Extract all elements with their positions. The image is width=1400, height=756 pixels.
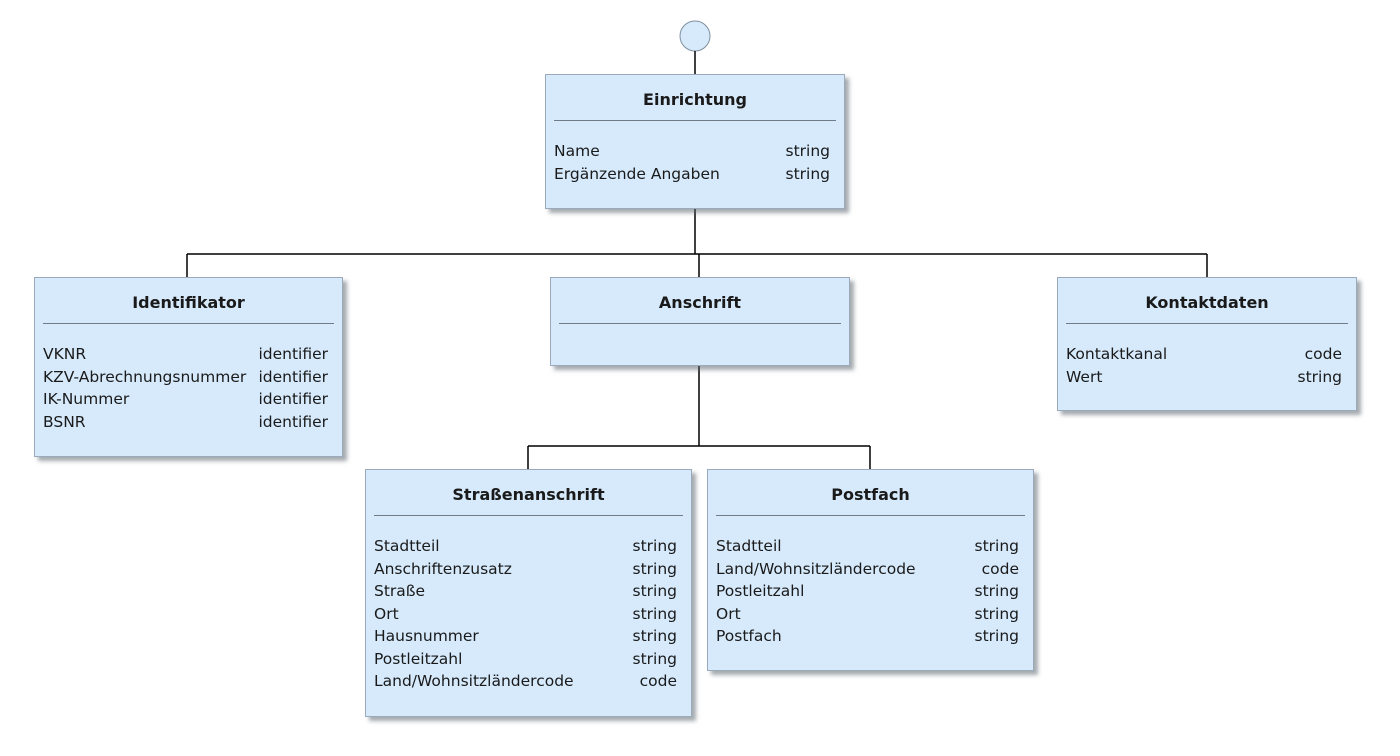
attribute-type: string bbox=[974, 537, 1020, 555]
attribute-list: Kontaktkanal code Wert string bbox=[1066, 343, 1342, 388]
attribute-row: BSNR identifier bbox=[43, 411, 328, 434]
attribute-type: string bbox=[785, 142, 831, 160]
attribute-type: code bbox=[1304, 345, 1342, 363]
attribute-name: Ort bbox=[374, 604, 399, 623]
attribute-row: Ort string bbox=[374, 603, 677, 626]
attribute-row: KZV-Abrechnungsnummer identifier bbox=[43, 366, 328, 389]
attribute-name: Straße bbox=[374, 582, 426, 600]
entity-strassenanschrift[interactable]: Straßenanschrift Stadtteil string Anschr… bbox=[365, 469, 692, 717]
attribute-type: string bbox=[632, 604, 678, 623]
attribute-type: string bbox=[785, 164, 831, 183]
entity-divider bbox=[554, 120, 836, 121]
attribute-type: string bbox=[974, 582, 1020, 600]
attribute-type: string bbox=[632, 627, 678, 645]
entity-kontaktdaten[interactable]: Kontaktdaten Kontaktkanal code Wert stri… bbox=[1057, 277, 1357, 411]
attribute-type: string bbox=[632, 649, 678, 668]
attribute-type: string bbox=[974, 627, 1020, 645]
attribute-name: Ort bbox=[716, 604, 741, 623]
entity-title: Identifikator bbox=[132, 293, 245, 312]
attribute-name: Postleitzahl bbox=[716, 582, 805, 600]
attribute-type: code bbox=[639, 672, 677, 690]
attribute-name: VKNR bbox=[43, 345, 87, 363]
entity-divider bbox=[559, 323, 841, 324]
entity-divider bbox=[1066, 323, 1348, 324]
attribute-type: string bbox=[632, 559, 678, 578]
attribute-type: string bbox=[974, 604, 1020, 623]
attribute-type: identifier bbox=[258, 345, 328, 363]
entity-title: Kontaktdaten bbox=[1145, 293, 1269, 312]
attribute-type: identifier bbox=[258, 390, 328, 408]
attribute-row: VKNR identifier bbox=[43, 343, 328, 366]
entity-anschrift[interactable]: Anschrift bbox=[550, 277, 850, 366]
attribute-row: Kontaktkanal code bbox=[1066, 343, 1342, 366]
attribute-row: IK-Nummer identifier bbox=[43, 388, 328, 411]
attribute-name: Anschriftenzusatz bbox=[374, 559, 512, 578]
attribute-name: Kontaktkanal bbox=[1066, 345, 1168, 363]
attribute-name: Postfach bbox=[716, 627, 782, 645]
attribute-row: Name string bbox=[554, 140, 830, 163]
attribute-type: string bbox=[1297, 367, 1343, 386]
attribute-name: Wert bbox=[1066, 367, 1103, 386]
entity-divider bbox=[43, 323, 334, 324]
attribute-name: KZV-Abrechnungsnummer bbox=[43, 367, 247, 386]
entity-title: Anschrift bbox=[658, 293, 742, 312]
attribute-type: identifier bbox=[258, 412, 328, 431]
entity-title: Straßenanschrift bbox=[452, 485, 605, 504]
attribute-row: Ergänzende Angaben string bbox=[554, 163, 830, 186]
attribute-name: Postleitzahl bbox=[374, 649, 463, 668]
entity-einrichtung[interactable]: Einrichtung Name string Ergänzende Angab… bbox=[545, 74, 845, 209]
attribute-name: Stadtteil bbox=[374, 537, 440, 555]
entity-title: Einrichtung bbox=[643, 90, 747, 109]
attribute-type: string bbox=[632, 582, 678, 600]
attribute-list: VKNR identifier KZV-Abrechnungsnummer id… bbox=[43, 343, 328, 433]
attribute-type: identifier bbox=[258, 367, 328, 386]
attribute-list: Name string Ergänzende Angaben string bbox=[554, 140, 830, 185]
attribute-name: Land/Wohnsitzländercode bbox=[716, 559, 916, 578]
attribute-row: Postleitzahl string bbox=[374, 648, 677, 671]
attribute-row: Straße string bbox=[374, 580, 677, 603]
attribute-row: Stadtteil string bbox=[374, 535, 677, 558]
attribute-row: Postfach string bbox=[716, 625, 1019, 648]
attribute-row: Postleitzahl string bbox=[716, 580, 1019, 603]
entity-divider bbox=[716, 515, 1025, 516]
attribute-list: Stadtteil string Land/Wohnsitzländercode… bbox=[716, 535, 1019, 648]
attribute-row: Ort string bbox=[716, 603, 1019, 626]
entity-postfach[interactable]: Postfach Stadtteil string Land/Wohnsitzl… bbox=[707, 469, 1034, 671]
entity-identifikator[interactable]: Identifikator VKNR identifier KZV-Abrech… bbox=[34, 277, 343, 457]
attribute-name: Stadtteil bbox=[716, 537, 782, 555]
attribute-row: Wert string bbox=[1066, 366, 1342, 389]
attribute-row: Anschriftenzusatz string bbox=[374, 558, 677, 581]
entity-title: Postfach bbox=[831, 485, 910, 504]
attribute-type: code bbox=[981, 559, 1019, 578]
attribute-name: Land/Wohnsitzländercode bbox=[374, 672, 574, 690]
attribute-row: Hausnummer string bbox=[374, 625, 677, 648]
attribute-name: Ergänzende Angaben bbox=[554, 164, 720, 183]
attribute-row: Land/Wohnsitzländercode code bbox=[374, 670, 677, 693]
attribute-type: string bbox=[632, 537, 678, 555]
attribute-row: Land/Wohnsitzländercode code bbox=[716, 558, 1019, 581]
entity-divider bbox=[374, 515, 683, 516]
attribute-row: Stadtteil string bbox=[716, 535, 1019, 558]
attribute-name: BSNR bbox=[43, 412, 86, 431]
root-node-circle bbox=[679, 20, 711, 52]
attribute-name: Name bbox=[554, 142, 600, 160]
attribute-name: Hausnummer bbox=[374, 627, 479, 645]
attribute-name: IK-Nummer bbox=[43, 390, 130, 408]
attribute-list: Stadtteil string Anschriftenzusatz strin… bbox=[374, 535, 677, 693]
